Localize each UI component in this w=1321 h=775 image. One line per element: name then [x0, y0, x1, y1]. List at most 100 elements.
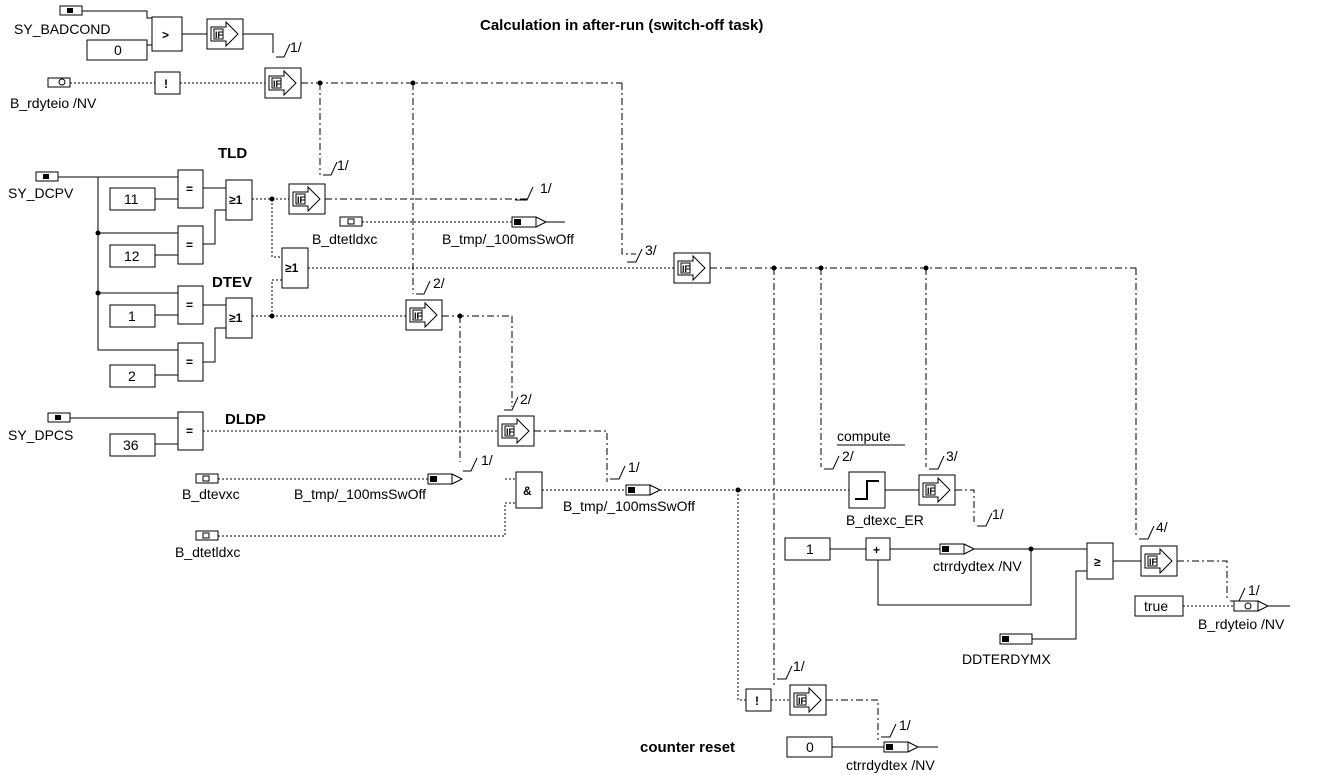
eq-symbol-36: = — [186, 424, 193, 438]
compute-label: compute — [837, 428, 891, 444]
const-2-box: 2 — [109, 364, 156, 388]
or-symbol-combine: ≥1 — [285, 261, 299, 275]
rising-edge-block — [848, 471, 886, 509]
b-dtetldxc-top-label: B_dtetldxc — [312, 231, 377, 247]
dtev-section-label: DTEV — [212, 274, 252, 291]
b-dtetldxc-top-icon — [339, 216, 363, 227]
if-block-tld — [288, 183, 326, 215]
b-tmp-top-label: B_tmp/_100msSwOff — [442, 231, 574, 247]
b-dtetldxc-label: B_dtetldxc — [175, 544, 240, 560]
const-36-value: 36 — [123, 437, 139, 453]
not-block-top: ! — [154, 71, 181, 95]
ge-block: ≥ — [1086, 542, 1114, 580]
and-symbol: & — [523, 484, 532, 498]
seq-mark-edge-out: 1/ — [992, 506, 1004, 522]
or-symbol-tld: ≥1 — [229, 193, 243, 207]
const-36-box: 36 — [109, 433, 156, 457]
const-1-box: 1 — [109, 304, 156, 328]
plus-symbol: + — [873, 543, 880, 557]
sy-dpcs-input-icon — [47, 412, 71, 423]
ctrrdydtex-label: ctrrdydtex /NV — [933, 558, 1022, 574]
not-block-reset: ! — [745, 688, 772, 712]
const-one-box: 1 — [784, 537, 831, 561]
b-dtetldxc-input-icon — [195, 530, 219, 541]
and-block: & — [515, 471, 543, 509]
b-rdyteio-input-icon — [47, 77, 71, 88]
ddterdymx-input-icon — [999, 633, 1033, 645]
eq-block-2: = — [177, 342, 204, 382]
true-const-value: true — [1144, 598, 1168, 614]
ddterdymx-label: DDTERDYMX — [962, 651, 1051, 667]
b-tmp-top-output-icon — [511, 216, 548, 228]
if-block-edge — [918, 474, 956, 506]
seq-mark-out: 1/ — [1248, 582, 1260, 598]
reset-zero-value: 0 — [806, 739, 814, 755]
tld-section-label: TLD — [218, 145, 247, 162]
eq-block-11: = — [177, 169, 204, 209]
const-11-box: 11 — [109, 187, 156, 211]
reset-zero-box: 0 — [786, 736, 833, 758]
seq-mark-main: 3/ — [645, 242, 657, 258]
not-symbol-reset: ! — [755, 694, 759, 708]
sy-badcond-input-icon — [59, 5, 83, 16]
or-block-combine: ≥1 — [281, 247, 309, 289]
if-block-ge — [1140, 545, 1178, 577]
seq-mark-reset: 1/ — [793, 658, 805, 674]
ctrrdydtex-output-icon — [939, 543, 976, 555]
const-one-value: 1 — [806, 541, 814, 557]
b-dtevxc-label: B_dtevxc — [182, 486, 240, 502]
const-1-value: 1 — [128, 308, 136, 324]
seq-mark-reset-out: 1/ — [899, 717, 911, 733]
eq-block-1: = — [177, 285, 204, 325]
true-const-box: true — [1134, 595, 1184, 617]
gt-symbol: > — [162, 28, 169, 42]
b-tmp-mid-label: B_tmp/_100msSwOff — [294, 486, 426, 502]
or-block-dtev: ≥1 — [225, 297, 253, 339]
b-tmp-out-label: B_tmp/_100msSwOff — [563, 498, 695, 514]
b-dtexc-er-label: B_dtexc_ER — [846, 512, 924, 528]
b-dtevxc-input-icon — [195, 473, 219, 484]
b-tmp-out-output-icon — [625, 484, 662, 496]
seq-mark-compute: 2/ — [842, 448, 854, 464]
diagram-title: Calculation in after-run (switch-off tas… — [480, 17, 763, 34]
seq-mark-top: 1/ — [290, 39, 302, 55]
eq-symbol-11: = — [186, 182, 193, 196]
seq-mark-mid: 1/ — [628, 459, 640, 475]
seq-mark-dtevxc: 1/ — [481, 452, 493, 468]
if-block-reset — [789, 684, 827, 716]
seq-mark-tld-if: 1/ — [337, 157, 349, 173]
const-11-value: 11 — [124, 191, 139, 207]
if-block-dtev — [405, 299, 443, 331]
or-block-tld: ≥1 — [225, 179, 253, 221]
b-rdyteio-in-label: B_rdyteio /NV — [10, 95, 97, 111]
eq-symbol-12: = — [186, 238, 193, 252]
sy-badcond-label: SY_BADCOND — [14, 21, 110, 37]
ctrrdydtex-reset-label: ctrrdydtex /NV — [846, 757, 935, 773]
zero-const-value: 0 — [114, 42, 122, 58]
eq-symbol-1: = — [186, 298, 193, 312]
sy-dcpv-label: SY_DCPV — [8, 185, 74, 201]
seq-mark-dldp: 2/ — [520, 391, 532, 407]
const-12-box: 12 — [109, 244, 156, 268]
sy-dcpv-input-icon — [35, 171, 59, 182]
greater-than-block: > — [151, 16, 183, 52]
eq-block-12: = — [177, 225, 204, 265]
plus-block: + — [865, 537, 891, 561]
const-12-value: 12 — [124, 248, 140, 264]
seq-mark-edge: 3/ — [946, 448, 958, 464]
ge-symbol: ≥ — [1094, 555, 1101, 569]
const-2-value: 2 — [128, 368, 136, 384]
if-block-badcond — [206, 18, 244, 50]
if-block-main-top — [264, 67, 302, 99]
sy-dpcs-label: SY_DPCS — [8, 427, 73, 443]
or-symbol-dtev: ≥1 — [229, 311, 243, 325]
eq-block-36: = — [177, 411, 204, 451]
if-block-main — [673, 252, 711, 284]
b-rdyteio-output-icon — [1233, 600, 1270, 612]
seq-mark-dtev: 2/ — [433, 275, 445, 291]
b-rdyteio-out-label: B_rdyteio /NV — [1198, 616, 1285, 632]
ctrrdydtex-reset-output-icon — [883, 741, 920, 753]
counter-reset-label: counter reset — [640, 739, 735, 756]
b-tmp-mid-output-icon — [427, 473, 464, 485]
